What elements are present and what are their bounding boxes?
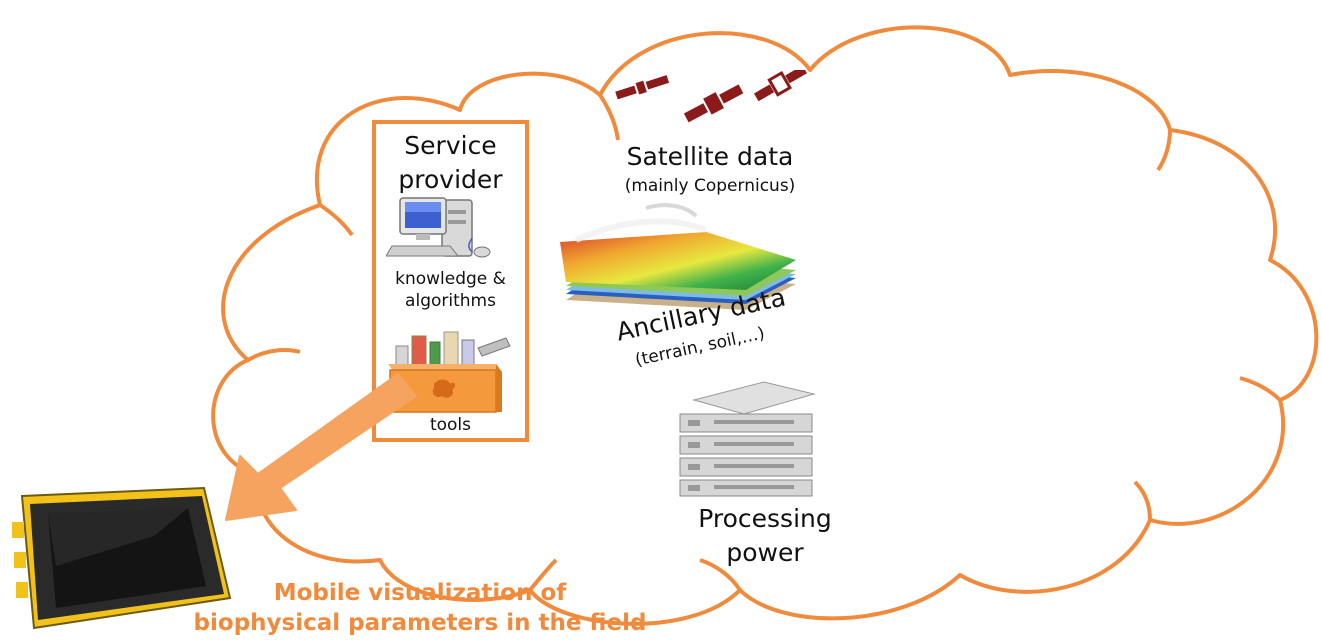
computer-icon (386, 197, 491, 258)
knowledge-label-line2: algorithms (405, 291, 496, 311)
server-rack-icon (679, 381, 816, 497)
knowledge-label-line1: knowledge & (395, 269, 506, 289)
processing-power-line2: power (726, 538, 804, 567)
mobile-caption-line1: Mobile visualization of (273, 580, 567, 606)
service-provider-title-line1: Service (404, 131, 497, 160)
satellite-icon (615, 70, 807, 123)
mobile-caption-line2: biophysical parameters in the field (193, 610, 647, 636)
service-provider-box (372, 120, 529, 442)
satellite-data-title: Satellite data (626, 142, 794, 171)
tools-label: tools (429, 415, 472, 435)
service-provider-title-line2: provider (398, 165, 503, 194)
satellite-data-subtitle: (mainly Copernicus) (624, 176, 796, 196)
terrain-layers-icon (560, 203, 796, 310)
processing-power-line1: Processing (698, 504, 832, 533)
toolbox-icon (388, 331, 511, 413)
arrow-icon (225, 373, 417, 521)
rugged-tablet-icon (12, 486, 232, 630)
